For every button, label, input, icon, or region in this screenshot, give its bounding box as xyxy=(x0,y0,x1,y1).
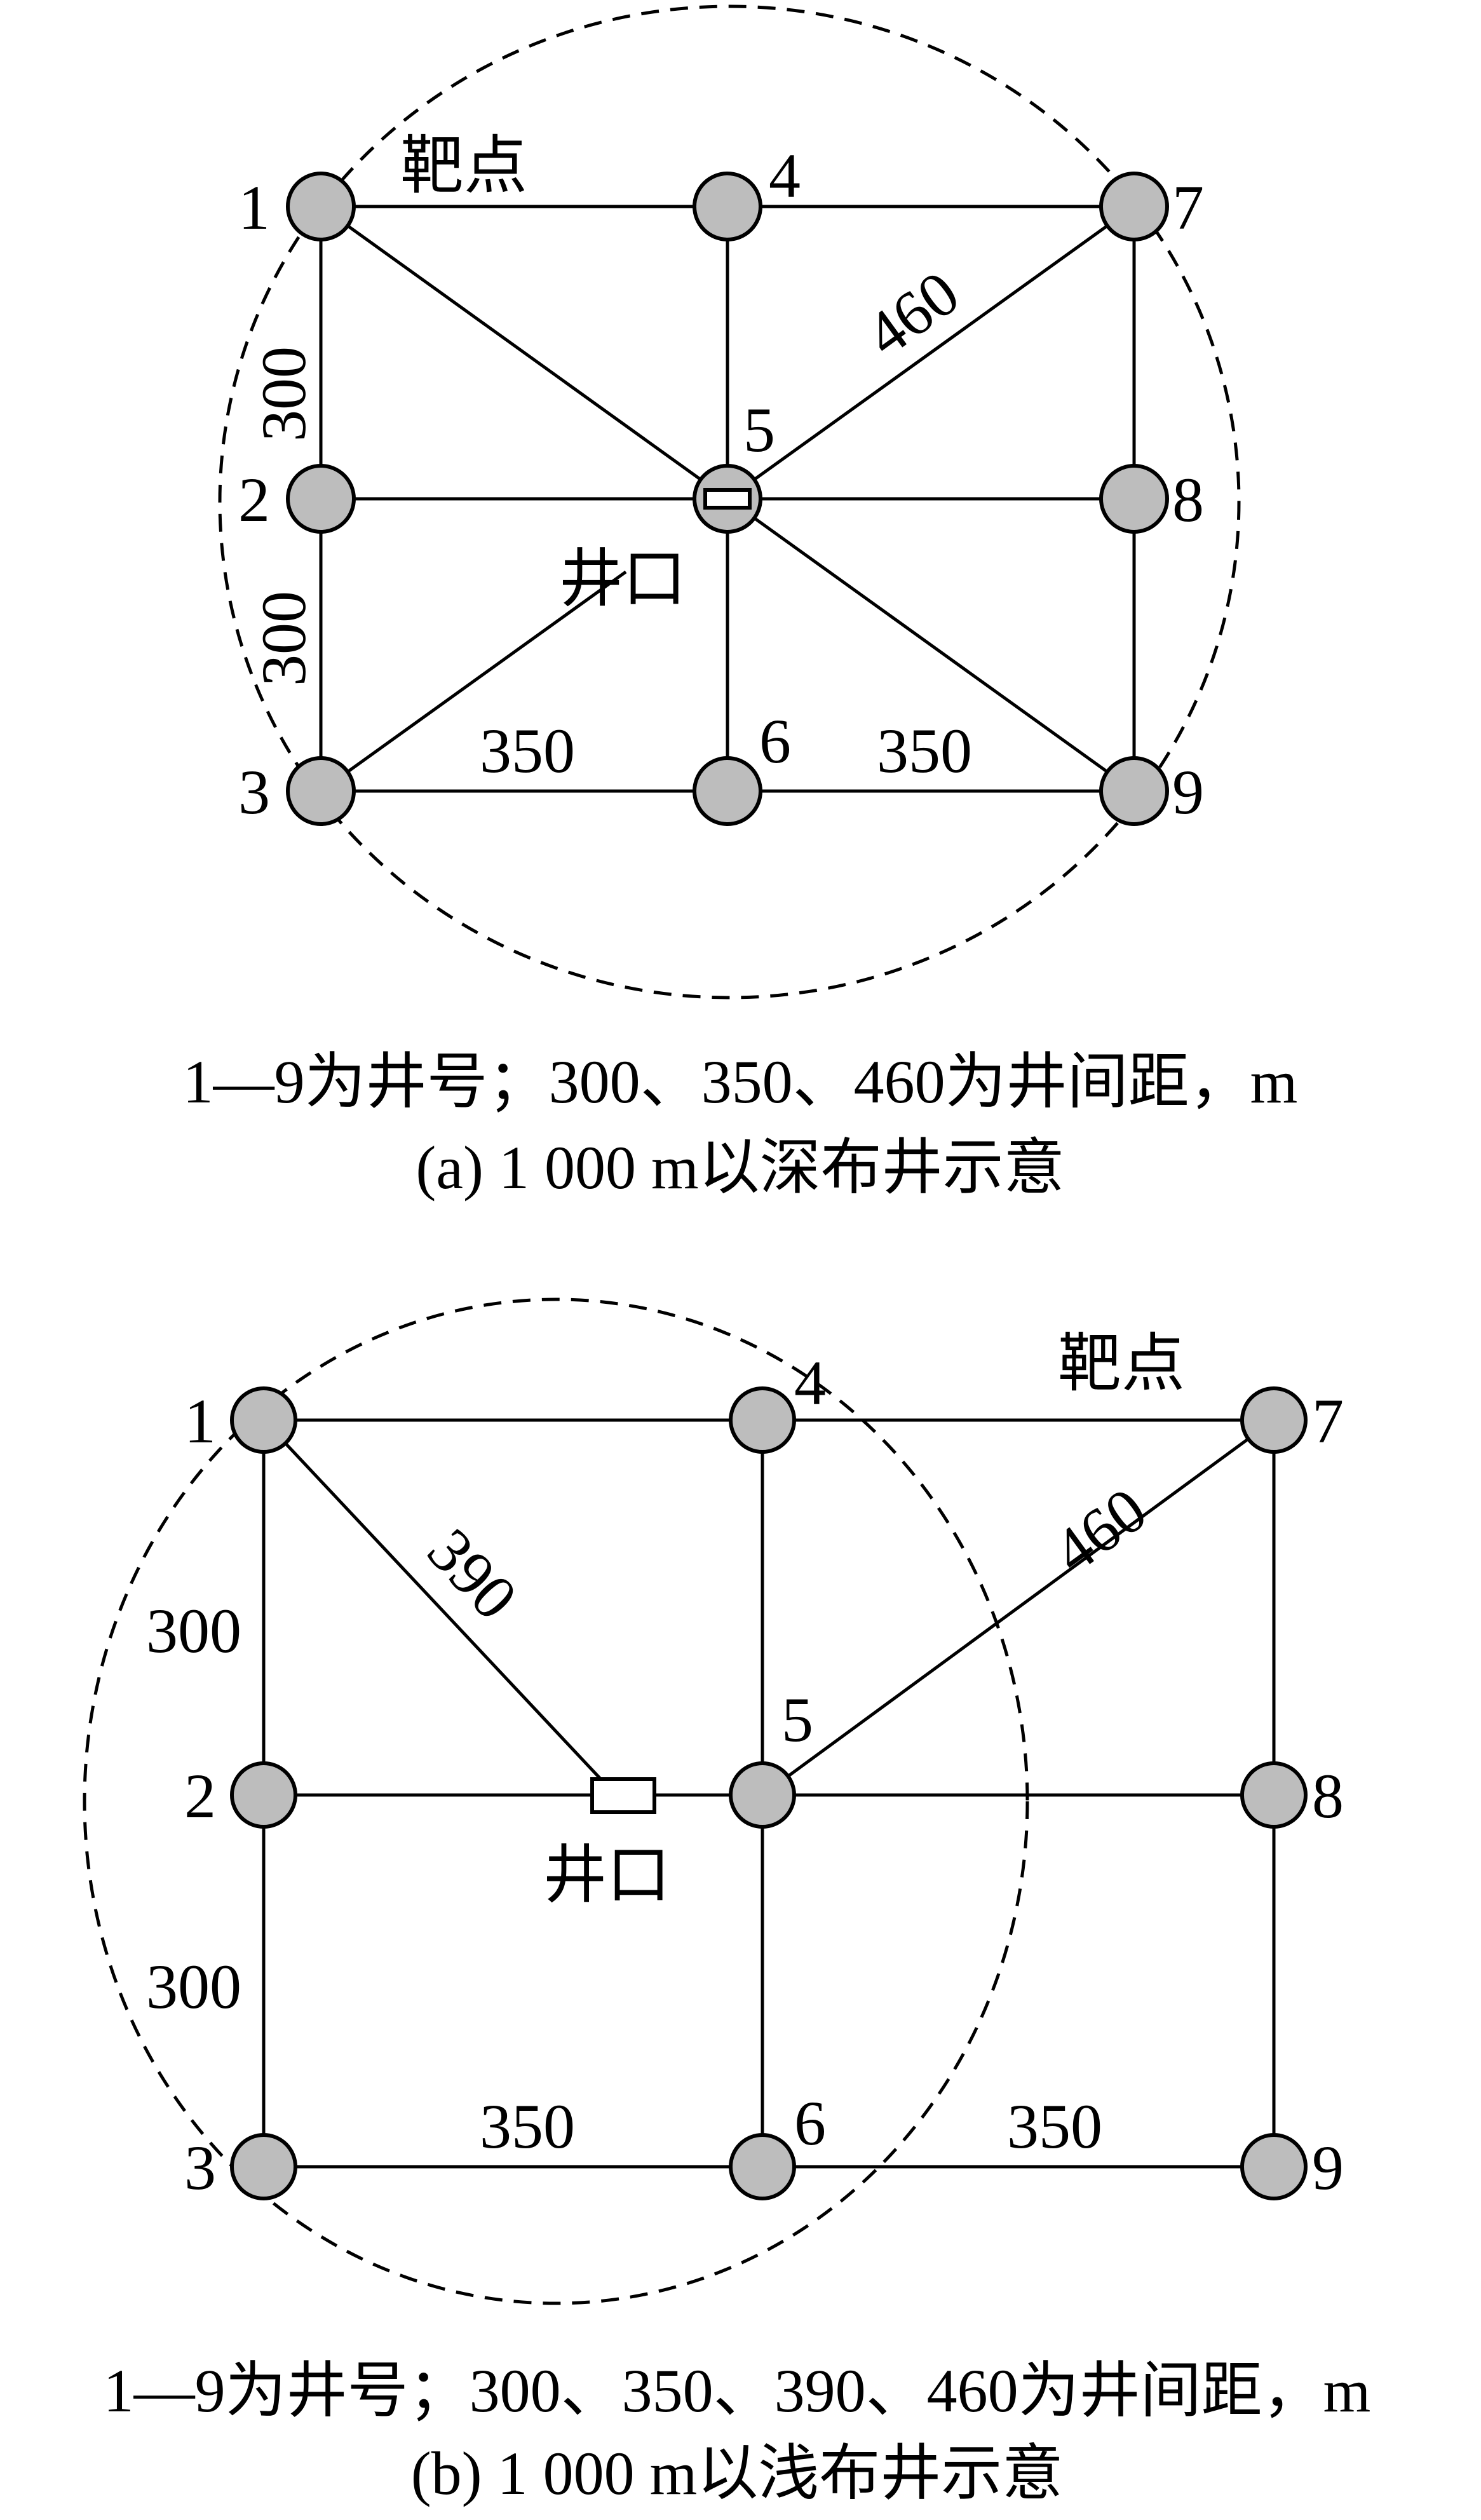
well-b-7 xyxy=(1240,1386,1308,1454)
well-a-1 xyxy=(286,172,356,241)
spacing-a-vertical-top: 300 xyxy=(248,346,319,442)
spacing-b-diagonal-to-head: 390 xyxy=(414,1515,531,1632)
wellhead-a xyxy=(703,488,752,510)
well-b-4 xyxy=(729,1386,796,1454)
well-b-9 xyxy=(1240,2133,1308,2200)
well-label-b-2: 2 xyxy=(184,1761,216,1831)
spacing-a-bottom-right: 350 xyxy=(877,715,972,786)
spacing-b-vertical-top: 300 xyxy=(146,1595,241,1666)
spacing-b-bottom-left: 350 xyxy=(480,2091,575,2162)
well-a-3 xyxy=(286,756,356,826)
well-label-a-3: 3 xyxy=(238,757,270,827)
well-b-3 xyxy=(230,2133,297,2200)
well-label-b-4: 4 xyxy=(794,1348,826,1418)
edge-b-1-head xyxy=(262,1419,608,1787)
well-b-6 xyxy=(729,2133,796,2200)
spacing-b-vertical-bottom: 300 xyxy=(146,1951,241,2022)
wellhead-label-a: 井口 xyxy=(559,544,686,614)
spacing-b-bottom-right: 350 xyxy=(1007,2091,1102,2162)
wellhead-label-b: 井口 xyxy=(543,1840,670,1911)
well-label-b-6: 6 xyxy=(794,2088,826,2158)
well-a-2 xyxy=(286,464,356,534)
well-label-a-1: 1 xyxy=(238,172,270,243)
edge-a-7-5 xyxy=(726,205,1135,501)
well-label-b-1: 1 xyxy=(184,1386,216,1456)
well-b-1 xyxy=(230,1386,297,1454)
well-label-a-8: 8 xyxy=(1172,464,1204,535)
well-a-9 xyxy=(1099,756,1169,826)
target-label-b: 靶点 xyxy=(1058,1329,1185,1399)
well-a-4 xyxy=(693,172,762,241)
edge-a-3-head xyxy=(320,570,627,793)
caption-b-line2: (b) 1 000 m以浅布井示意 xyxy=(411,2439,1064,2507)
spacing-a-bottom-left: 350 xyxy=(480,715,575,786)
caption-b-line1: 1—9为井号；300、350、390、460为井间距，m xyxy=(104,2357,1371,2425)
well-label-b-7: 7 xyxy=(1312,1386,1344,1456)
well-label-a-9: 9 xyxy=(1172,757,1204,827)
wellhead-b xyxy=(590,1777,656,1814)
well-label-b-9: 9 xyxy=(1312,2132,1344,2203)
panel-b: 1 2 3 4 5 6 7 8 9 靶点 井口 300 300 350 350 … xyxy=(83,1297,1371,2507)
target-label-a: 靶点 xyxy=(400,131,527,201)
caption-a-line2: (a) 1 000 m以深布井示意 xyxy=(416,1134,1064,1202)
range-circle-a xyxy=(218,4,1241,999)
well-label-b-3: 3 xyxy=(184,2132,216,2203)
well-label-a-6: 6 xyxy=(759,706,791,776)
well-b-2 xyxy=(230,1761,297,1829)
well-label-a-7: 7 xyxy=(1172,172,1204,243)
well-a-7 xyxy=(1099,172,1169,241)
range-circle-b xyxy=(83,1297,1029,2305)
well-label-a-4: 4 xyxy=(769,140,801,211)
spacing-a-vertical-bottom: 300 xyxy=(248,591,319,686)
spacing-a-diagonal: 460 xyxy=(853,257,972,370)
caption-a-line1: 1—9为井号；300、350、460为井间距，m xyxy=(183,1048,1298,1116)
well-a-8 xyxy=(1099,464,1169,534)
well-a-6 xyxy=(693,756,762,826)
well-b-8 xyxy=(1240,1761,1308,1829)
well-label-a-5: 5 xyxy=(743,395,775,465)
well-b-5 xyxy=(729,1761,796,1829)
well-label-b-8: 8 xyxy=(1312,1761,1344,1831)
spacing-b-diagonal: 460 xyxy=(1041,1474,1160,1587)
well-label-a-2: 2 xyxy=(238,464,270,535)
panel-a: 1 2 3 4 5 6 7 8 9 靶点 井口 300 300 350 350 … xyxy=(183,4,1298,1202)
edge-b-5-7 xyxy=(761,1418,1275,1797)
well-label-b-5: 5 xyxy=(781,1684,813,1755)
